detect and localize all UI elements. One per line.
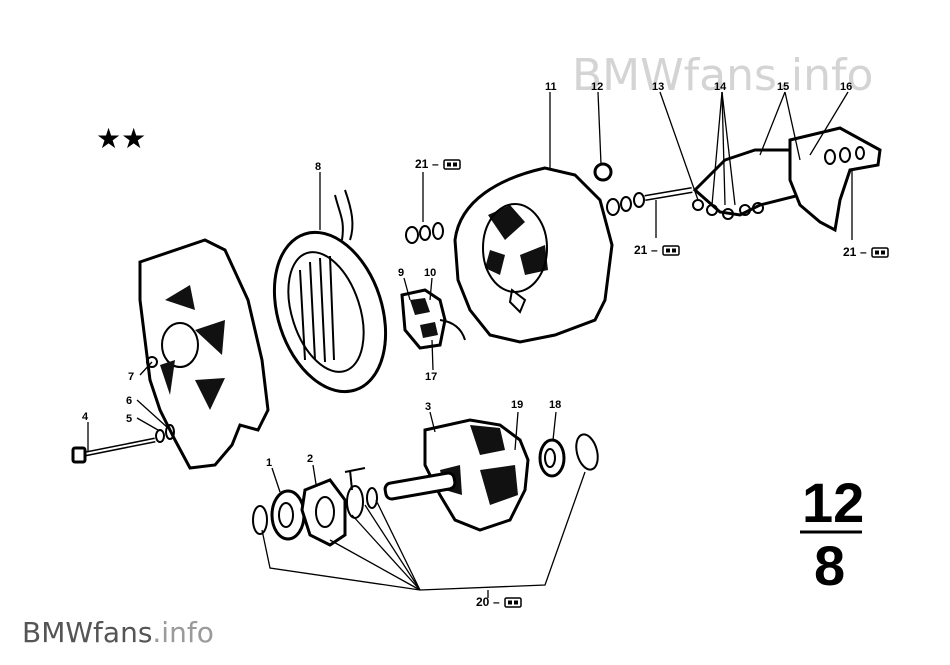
end-cover-part: [788, 126, 882, 233]
leader-lines: [87, 91, 853, 598]
callout-6: 6: [126, 395, 132, 407]
svg-text:–: –: [860, 245, 867, 259]
callout-3: 3: [425, 401, 431, 413]
drive-end-housing-part: [453, 166, 614, 344]
callout-17: 17: [425, 371, 437, 383]
end-housing-part: [138, 238, 270, 470]
page-number: 12 8: [800, 471, 864, 597]
callout-13: 13: [652, 81, 664, 93]
callout-8: 8: [315, 161, 321, 173]
callout-21-washers: 21 –: [415, 157, 461, 171]
callout-14: 14: [714, 81, 727, 93]
rotor-part: [383, 418, 530, 532]
svg-text:21: 21: [634, 243, 648, 257]
stars-marker: ★★: [96, 122, 146, 155]
callout-12: 12: [591, 81, 603, 93]
svg-text:20: 20: [476, 595, 490, 609]
callout-21-terminal: 21 –: [634, 243, 680, 257]
stator-part: [272, 189, 388, 394]
washer-6-part: [165, 424, 175, 440]
kit-box-icon: [443, 159, 461, 170]
callout-5: 5: [126, 413, 132, 425]
bearing-18-part: [538, 438, 566, 478]
brush-holder-part: [400, 288, 466, 350]
cap-nut-part: [593, 162, 613, 182]
washer-5-part: [155, 429, 165, 443]
callout-11: 11: [545, 81, 557, 93]
svg-text:21: 21: [843, 245, 857, 259]
callout-7: 7: [128, 371, 134, 383]
callout-10: 10: [424, 267, 436, 279]
through-bolt-part: [71, 437, 156, 464]
washer-set-part: [405, 222, 444, 244]
small-screws-part: [344, 467, 378, 519]
callout-19: 19: [511, 399, 523, 411]
o-ring-part: [575, 433, 599, 471]
callout-20-kit: 20 –: [476, 595, 522, 609]
svg-text:12: 12: [802, 471, 864, 534]
watermark-bottom: BMWfans.info: [22, 616, 214, 649]
svg-text:–: –: [493, 595, 500, 609]
svg-text:–: –: [651, 243, 658, 257]
callout-2: 2: [307, 453, 313, 465]
callout-9: 9: [398, 267, 404, 279]
bearing-1-part: [270, 489, 306, 541]
svg-text:8: 8: [814, 534, 845, 597]
callout-1: 1: [266, 457, 272, 469]
callout-18: 18: [549, 399, 561, 411]
kit-box-icon: [871, 247, 889, 258]
watermark-top: BMWfans.info: [572, 50, 873, 101]
svg-text:21: 21: [415, 157, 429, 171]
terminal-bolt-part: [606, 187, 693, 216]
callout-4: 4: [82, 411, 89, 423]
svg-text:–: –: [432, 157, 439, 171]
kit-box-icon: [662, 245, 680, 256]
kit-box-icon: [504, 597, 522, 608]
seal-ring-part: [252, 505, 268, 535]
callout-21-cover: 21 –: [843, 245, 889, 259]
callout-16: 16: [840, 81, 852, 93]
bearing-plate-part: [300, 478, 347, 547]
callout-15: 15: [777, 81, 789, 93]
